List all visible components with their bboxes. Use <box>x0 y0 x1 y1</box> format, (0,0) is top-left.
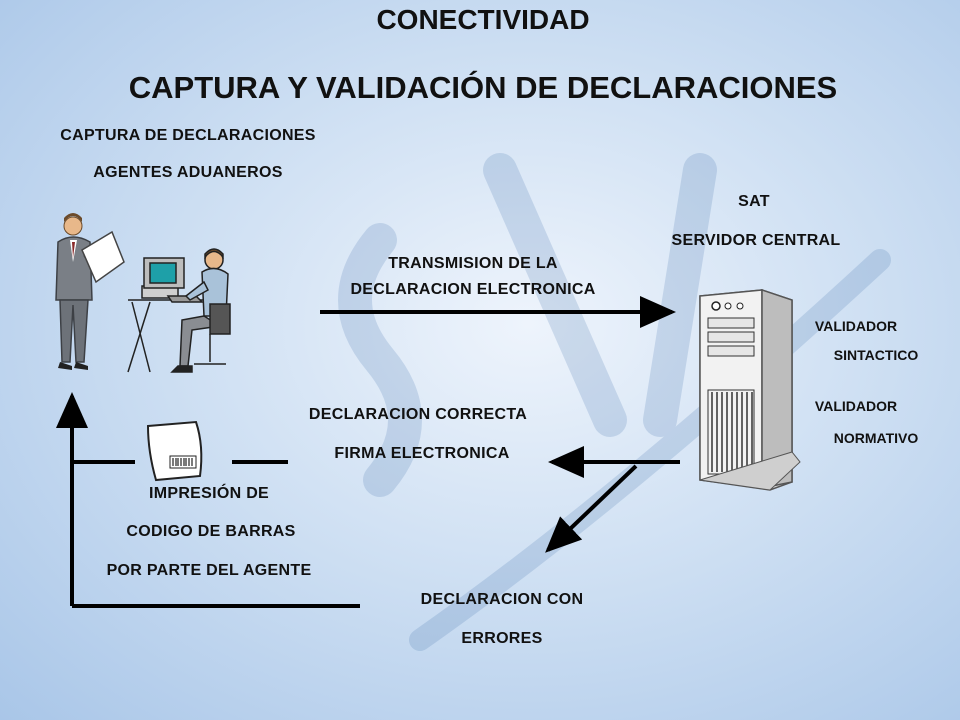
transmission-label-2: DECLARACION ELECTRONICA <box>350 281 596 298</box>
barcode-receipt <box>146 420 203 482</box>
businessman-figure <box>55 213 125 370</box>
printing-label-1: IMPRESIÓN DE <box>148 485 270 502</box>
correct-label-1: DECLARACION CORRECTA <box>308 406 528 423</box>
server-label-central: SERVIDOR CENTRAL <box>671 232 841 249</box>
server-tower <box>699 288 801 491</box>
watermark-s-shape <box>338 223 422 497</box>
validator-normative-label-2: NORMATIVO <box>833 430 919 446</box>
chair-back <box>209 303 231 335</box>
printing-label-3: POR PARTE DEL AGENTE <box>106 562 312 579</box>
watermark-a-stroke <box>483 153 627 437</box>
watermark-arc <box>409 249 891 651</box>
validator-syntactic-label-1: VALIDADOR <box>814 318 898 334</box>
server-base <box>699 451 801 491</box>
server-label-sat: SAT <box>738 193 770 210</box>
transmission-label-1: TRANSMISION DE LA <box>388 255 558 272</box>
power-button-icon <box>711 301 721 311</box>
agent-label-capture: CAPTURA DE DECLARACIONES <box>60 127 316 144</box>
agent-label-agents: AGENTES ADUANEROS <box>93 164 283 181</box>
operator-workstation <box>127 248 231 373</box>
document-sheet <box>81 230 125 284</box>
drive-bay-3 <box>707 345 755 357</box>
errors-label-2: ERRORES <box>461 630 543 647</box>
drive-bay-1 <box>707 317 755 329</box>
error-declaration-arrow <box>545 464 638 553</box>
printing-label-2: CODIGO DE BARRAS <box>126 523 296 540</box>
errors-label-1: DECLARACION CON <box>420 591 584 608</box>
validator-syntactic-label-2: SINTACTICO <box>833 347 919 363</box>
validator-normative-label-1: VALIDADOR <box>814 398 898 414</box>
watermark-t-stroke <box>643 153 717 437</box>
correct-label-2: FIRMA ELECTRONICA <box>334 445 510 462</box>
page-title: CONECTIVIDAD <box>376 4 590 35</box>
drive-bay-2 <box>707 331 755 343</box>
page-subtitle: CAPTURA Y VALIDACIÓN DE DECLARACIONES <box>128 70 838 105</box>
